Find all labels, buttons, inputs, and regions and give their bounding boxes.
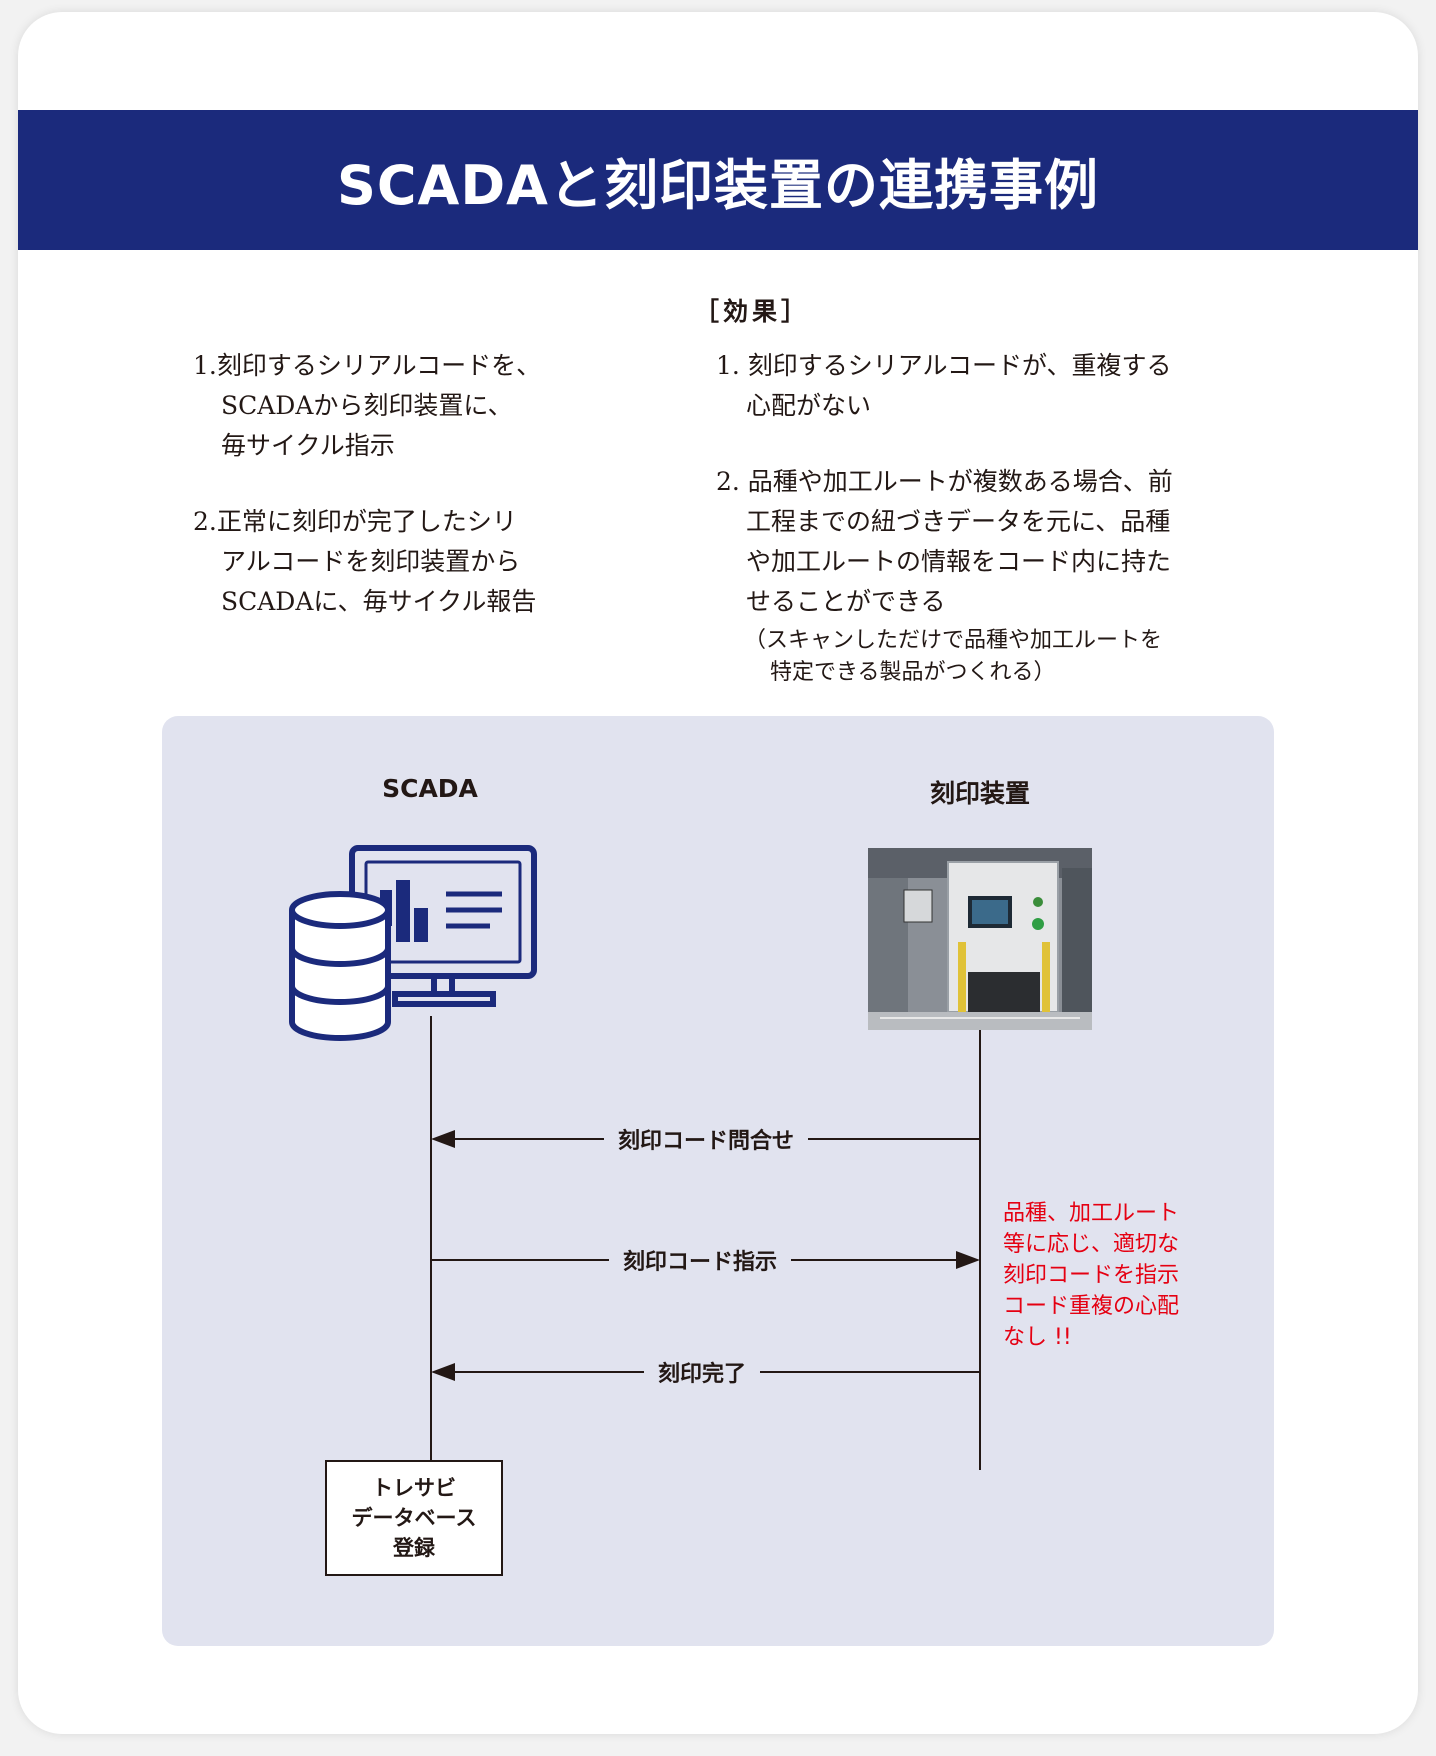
traceability-db-box: トレサビ データベース 登録 — [325, 1460, 503, 1576]
marking-device-title: 刻印装置 — [929, 779, 1030, 808]
effect-1-line-1: 1. 刻印するシリアルコードが、重複する — [716, 351, 1172, 380]
note-line-3: 刻印コードを指示 — [1003, 1263, 1180, 1288]
db-box-line-2: データベース — [351, 1506, 477, 1530]
message-marking-complete: 刻印完了 — [643, 1356, 761, 1388]
effect-2-note-line-2: 特定できる製品がつくれる） — [770, 660, 1056, 685]
db-box-line-3: 登録 — [393, 1536, 435, 1560]
message-code-inquiry: 刻印コード問合せ — [603, 1123, 809, 1155]
left-item-2-line-1: 2.正常に刻印が完了したシリ — [193, 507, 517, 536]
effect-2-note-line-1: （スキャンしただけで品種や加工ルートを — [744, 628, 1163, 653]
effect-2-line-3: や加工ルートの情報をコード内に持た — [746, 547, 1172, 576]
left-item-1-line-3: 毎サイクル指示 — [221, 431, 395, 460]
effect-2-line-4: せることができる — [746, 587, 946, 616]
effect-2-line-2: 工程までの紐づきデータを元に、品種 — [746, 507, 1171, 536]
note-line-2: 等に応じ、適切な — [1003, 1232, 1180, 1257]
left-item-2-line-2: アルコードを刻印装置から — [221, 547, 521, 576]
effect-1-line-2: 心配がない — [746, 391, 872, 420]
left-item-1-line-2: SCADAから刻印装置に、 — [221, 391, 513, 420]
note-line-1: 品種、加工ルート — [1003, 1201, 1180, 1226]
left-item-1-line-1: 1.刻印するシリアルコードを、 — [193, 351, 542, 380]
page-title: SCADAと刻印装置の連携事例 — [337, 153, 1099, 217]
effect-2-line-1: 2. 品種や加工ルートが複数ある場合、前 — [716, 467, 1173, 496]
left-item-2-line-3: SCADAに、毎サイクル報告 — [221, 587, 537, 616]
scada-title: SCADA — [382, 774, 478, 803]
title-banner: SCADAと刻印装置の連携事例 — [18, 110, 1418, 250]
note-line-5: なし !! — [1003, 1325, 1072, 1350]
db-box-line-1: トレサビ — [372, 1476, 456, 1500]
message-code-instruction: 刻印コード指示 — [608, 1244, 792, 1276]
effects-heading: ［効果］ — [694, 297, 811, 326]
note-line-4: コード重複の心配 — [1003, 1294, 1180, 1319]
